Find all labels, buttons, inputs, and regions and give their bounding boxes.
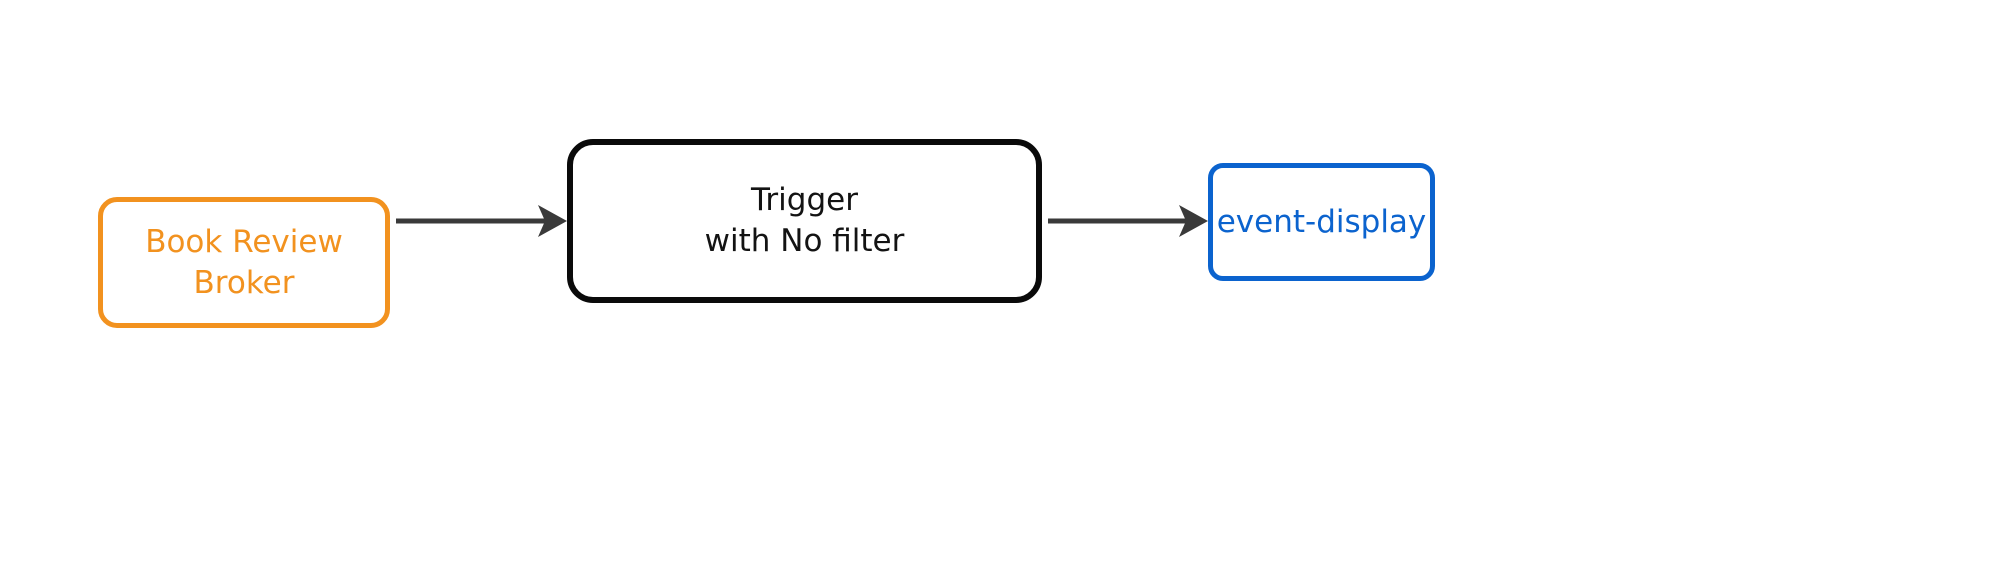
node-sink-label-line1: event-display (1216, 203, 1427, 240)
node-event-display[interactable]: event-display (1208, 163, 1435, 281)
node-trigger-label-line1: Trigger (751, 182, 858, 219)
edge-broker-to-trigger (396, 205, 567, 237)
node-broker-label-line1: Book Review (145, 223, 343, 260)
node-book-review-broker[interactable]: Book Review Broker (98, 197, 390, 328)
edge-trigger-to-sink (1048, 205, 1208, 237)
edge-broker-to-trigger-arrowhead (538, 205, 567, 237)
node-broker-label-line2: Broker (193, 264, 295, 301)
node-trigger-label-line2: with No filter (704, 223, 905, 259)
edge-trigger-to-sink-arrowhead (1179, 205, 1208, 237)
node-trigger[interactable]: Trigger with No filter (567, 139, 1042, 303)
